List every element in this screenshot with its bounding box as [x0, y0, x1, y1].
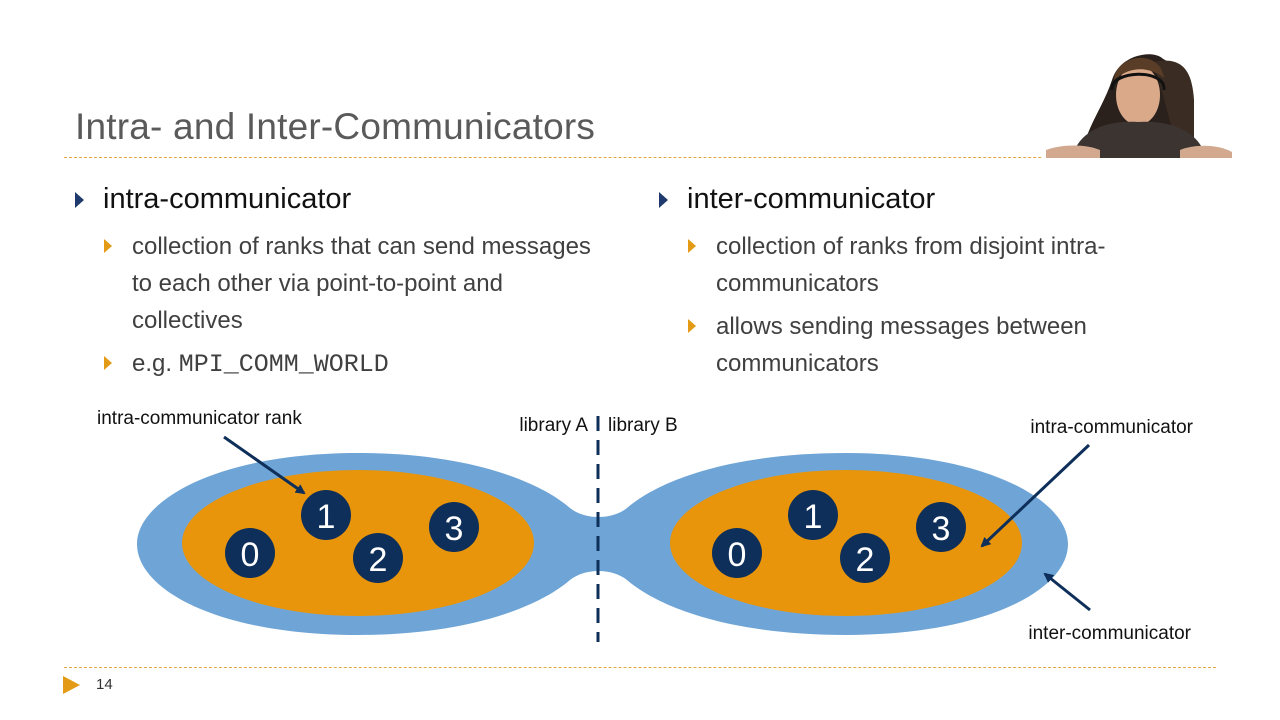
code-mpi-comm-world: MPI_COMM_WORLD: [178, 350, 389, 379]
left-rank-1: 1: [301, 490, 351, 540]
right-item-1: collection of ranks from disjoint intra-…: [688, 228, 1196, 302]
svg-text:0: 0: [728, 536, 747, 574]
svg-text:1: 1: [804, 498, 823, 536]
left-rank-2: 2: [353, 533, 403, 583]
title-divider: [64, 157, 1216, 158]
right-item-1-text: collection of ranks from disjoint intra-…: [716, 233, 1106, 297]
right-rank-0: 0: [712, 528, 762, 578]
right-item-2: allows sending messages between communic…: [688, 308, 1176, 382]
right-rank-3: 3: [916, 502, 966, 552]
label-intra-communicator-rank: intra-communicator rank: [97, 408, 302, 429]
label-library-b: library B: [608, 415, 678, 436]
left-item-2-text: e.g.: [132, 350, 179, 377]
right-item-2-text: allows sending messages between communic…: [716, 313, 1087, 377]
svg-text:3: 3: [445, 510, 464, 548]
sub-bullet-arrow-icon: [104, 356, 112, 370]
slide-title: Intra- and Inter-Communicators: [75, 106, 596, 147]
footer-divider: [64, 667, 1216, 668]
bullet-arrow-icon: [659, 192, 668, 208]
arrow-to-intra-communicator: [980, 443, 1091, 548]
label-intra-communicator: intra-communicator: [1030, 417, 1193, 438]
right-heading-text: inter-communicator: [687, 183, 936, 215]
arrow-to-rank: [223, 435, 306, 495]
arrow-to-inter-communicator: [1043, 572, 1091, 612]
left-heading-text: intra-communicator: [103, 183, 352, 215]
bullet-arrow-icon: [75, 192, 84, 208]
svg-text:1: 1: [317, 498, 336, 536]
svg-text:3: 3: [932, 510, 951, 548]
left-rank-0: 0: [225, 528, 275, 578]
footer-triangle-icon: [63, 676, 80, 694]
page-number: 14: [96, 676, 113, 693]
right-rank-1: 1: [788, 490, 838, 540]
svg-text:2: 2: [856, 541, 875, 579]
label-inter-communicator: inter-communicator: [1028, 623, 1191, 644]
left-item-2: e.g. MPI_COMM_WORLD: [104, 345, 602, 383]
sub-bullet-arrow-icon: [688, 319, 696, 333]
right-rank-2: 2: [840, 533, 890, 583]
left-item-1: collection of ranks that can send messag…: [104, 228, 602, 339]
sub-bullet-arrow-icon: [688, 239, 696, 253]
sub-bullet-arrow-icon: [104, 239, 112, 253]
svg-text:0: 0: [241, 536, 260, 574]
right-heading: inter-communicator: [659, 183, 936, 216]
left-heading: intra-communicator: [75, 183, 352, 216]
label-library-a: library A: [519, 415, 588, 436]
presenter-webcam: [1042, 40, 1235, 158]
svg-text:2: 2: [369, 541, 388, 579]
left-item-1-text: collection of ranks that can send messag…: [132, 233, 591, 334]
left-rank-3: 3: [429, 502, 479, 552]
